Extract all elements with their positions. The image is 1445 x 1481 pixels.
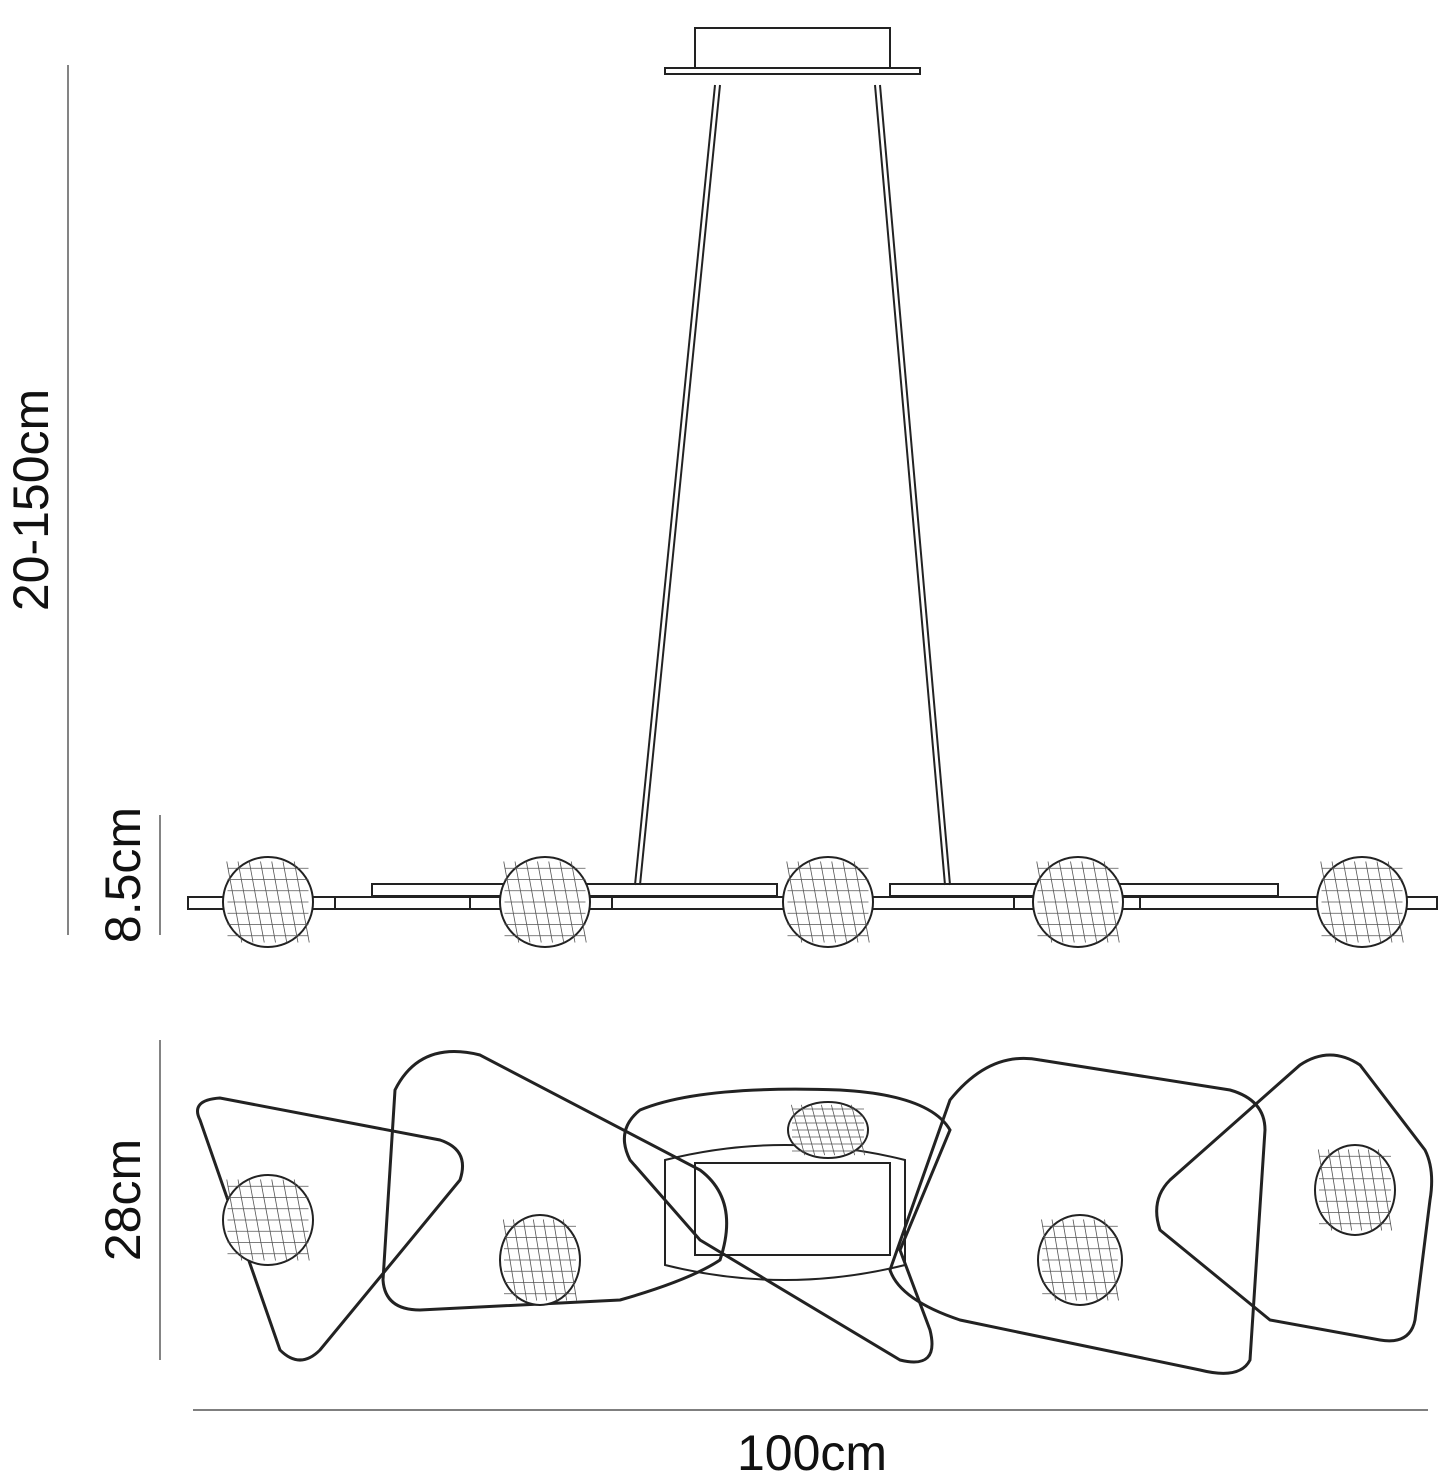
top-view — [196, 1050, 1434, 1375]
crystal-globe — [1314, 1144, 1396, 1236]
ceiling-plate — [664, 67, 921, 75]
crystal-globe — [499, 856, 591, 948]
crystal-globe — [1032, 856, 1124, 948]
triangle-ring-5 — [1155, 1053, 1434, 1343]
body-height-label: 8.5cm — [95, 807, 151, 943]
drop-height-label: 20-150cm — [3, 389, 59, 611]
triangle-ring-3 — [622, 1087, 952, 1364]
center-housing — [664, 1144, 906, 1281]
crystal-globe — [222, 1174, 314, 1266]
triangle-ring-2 — [381, 1050, 729, 1312]
width-label: 100cm — [737, 1425, 887, 1481]
crystal-globe — [1316, 856, 1408, 948]
crystal-globe — [787, 1101, 869, 1159]
crystal-globe — [222, 856, 314, 948]
depth-label: 28cm — [95, 1139, 151, 1261]
suspension-wire-right — [874, 84, 946, 886]
suspension-wire-left — [634, 84, 716, 886]
triangle-ring-4 — [888, 1056, 1267, 1375]
crystal-globe — [499, 1214, 581, 1306]
crystal-globe — [1037, 1214, 1123, 1306]
crystal-globe — [782, 856, 874, 948]
ceiling-canopy — [694, 27, 891, 69]
side-view — [187, 27, 1438, 948]
triangle-ring-1 — [196, 1096, 464, 1362]
